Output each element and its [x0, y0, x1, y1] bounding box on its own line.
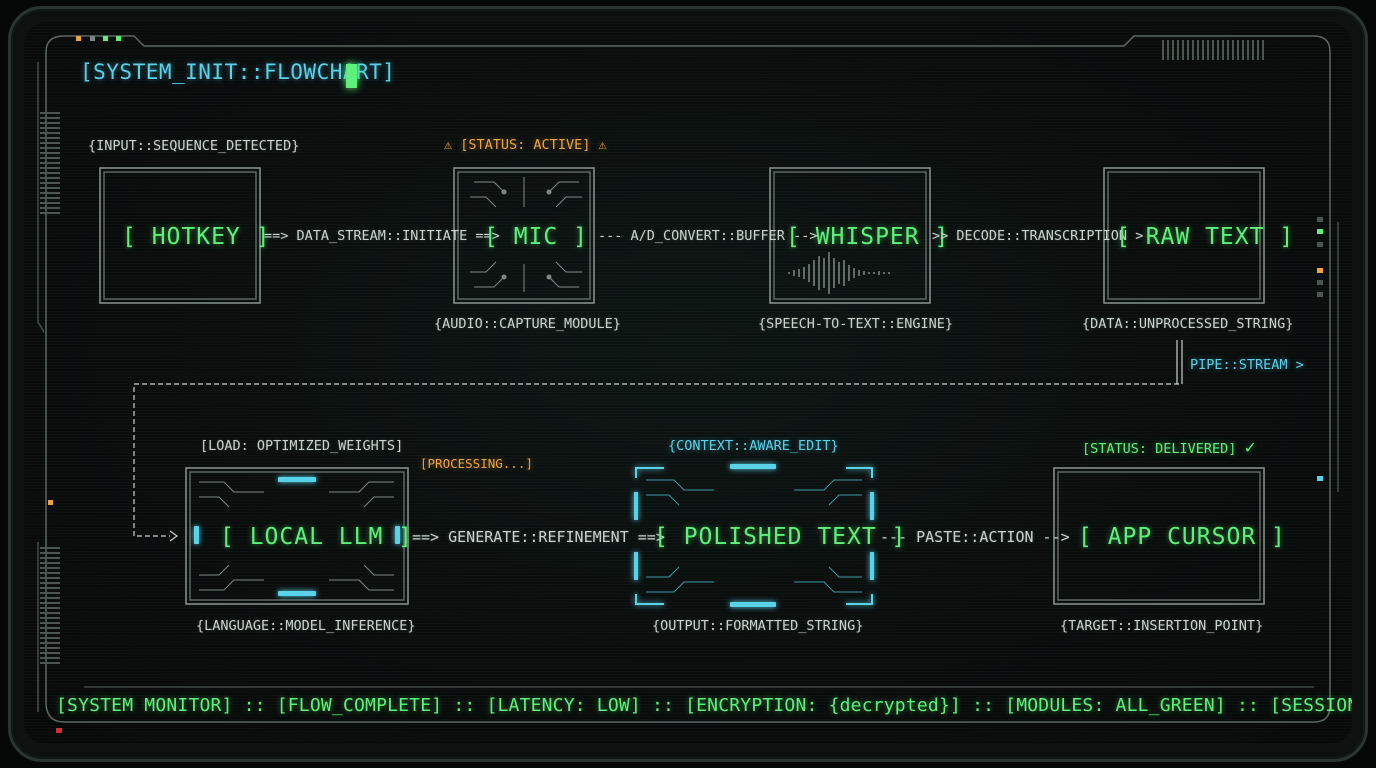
mic-circuit-traces: [470, 177, 582, 292]
cursor-status-caption: [STATUS: DELIVERED] ✓: [1082, 437, 1255, 458]
pipe-stream-label: PIPE::STREAM >: [1190, 357, 1304, 373]
llm-bottom-caption: {LANGUAGE::MODEL_INFERENCE}: [196, 618, 416, 634]
indicator-leds: [48, 36, 1323, 733]
warning-triangle-icon: ⚠: [598, 137, 607, 153]
diagram-wiring: [37, 35, 1339, 733]
hotkey-node[interactable]: [ HOTKEY ]: [122, 224, 271, 250]
edge-polished-to-cursor: --- PASTE::ACTION -->: [880, 528, 1070, 546]
edge-whisper-to-raw: >> DECODE::TRANSCRIPTION >: [932, 228, 1144, 244]
crt-screen: [SYSTEM_INIT::FLOWCHART] {INPUT::SEQUENC…: [24, 22, 1352, 744]
blinking-cursor: [346, 64, 357, 88]
whisper-waveform: [788, 252, 890, 294]
cursor-status-text: [STATUS: DELIVERED]: [1082, 441, 1237, 457]
polished-text-frame: [634, 467, 874, 605]
mic-status-caption: ⚠ [STATUS: ACTIVE] ⚠: [444, 137, 607, 153]
llm-circuit-traces: [199, 481, 394, 591]
llm-top-caption: [LOAD: OPTIMIZED_WEIGHTS]: [200, 438, 404, 454]
check-mark-icon: ✓: [1244, 437, 1256, 458]
top-right-grille: [1162, 40, 1264, 60]
polished-top-caption: {CONTEXT::AWARE_EDIT}: [668, 438, 839, 454]
llm-processing-caption: [PROCESSING...]: [420, 456, 533, 471]
raw-text-node[interactable]: [ RAW TEXT ]: [1116, 224, 1295, 250]
mic-node[interactable]: [ MIC ]: [484, 224, 588, 250]
edge-hotkey-to-mic: ==> DATA_STREAM::INITIATE ==>: [264, 228, 500, 244]
raw-text-bottom-caption: {DATA::UNPROCESSED_STRING}: [1082, 316, 1294, 332]
pipe-connector: [133, 340, 1183, 542]
whisper-bottom-caption: {SPEECH-TO-TEXT::ENGINE}: [758, 316, 954, 332]
left-vent-grille: [40, 112, 60, 664]
mic-status-text: [STATUS: ACTIVE]: [460, 137, 591, 153]
whisper-node[interactable]: [ WHISPER ]: [786, 224, 950, 250]
polished-text-node[interactable]: [ POLISHED TEXT ]: [654, 524, 907, 550]
app-cursor-node[interactable]: [ APP CURSOR ]: [1078, 524, 1286, 550]
local-llm-node[interactable]: [ LOCAL LLM ]: [220, 524, 414, 550]
mic-bottom-caption: {AUDIO::CAPTURE_MODULE}: [434, 316, 621, 332]
polished-cyan-bars: [730, 464, 776, 607]
edge-llm-to-polished: ==> GENERATE::REFINEMENT ==>: [412, 528, 665, 546]
window-title: [SYSTEM_INIT::FLOWCHART]: [80, 60, 396, 84]
polished-text-traces: [646, 479, 862, 593]
hotkey-top-caption: {INPUT::SEQUENCE_DETECTED}: [88, 138, 300, 154]
polished-bottom-caption: {OUTPUT::FORMATTED_STRING}: [652, 618, 864, 634]
llm-cyan-accents: [194, 477, 400, 596]
cursor-bottom-caption: {TARGET::INSERTION_POINT}: [1060, 618, 1264, 634]
system-monitor-status-bar: [SYSTEM MONITOR] :: [FLOW_COMPLETE] :: […: [56, 695, 1352, 716]
hud-frame: [37, 35, 1339, 723]
warning-triangle-icon: ⚠: [444, 137, 453, 153]
edge-mic-to-whisper: --- A/D_CONVERT::BUFFER -->: [598, 228, 818, 244]
node-box-frames: [99, 167, 1265, 605]
